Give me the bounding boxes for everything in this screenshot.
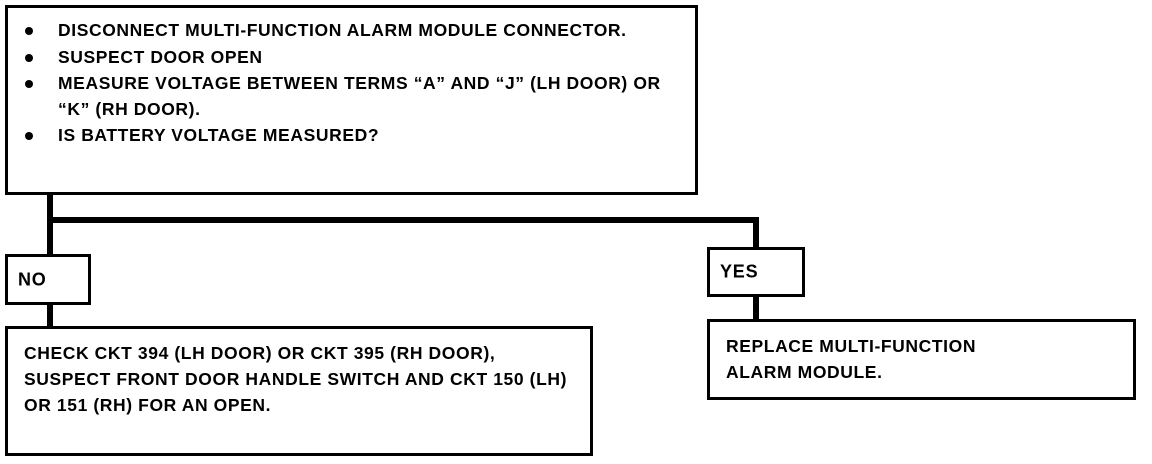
list-item: DISCONNECT MULTI-FUNCTION ALARM MODULE C…: [22, 18, 687, 44]
branch-label-no: NO: [5, 254, 91, 305]
result-box-no: CHECK CKT 394 (LH DOOR) OR CKT 395 (RH D…: [5, 326, 593, 456]
bullet-icon: [25, 132, 33, 140]
result-box-yes: REPLACE MULTI-FUNCTION ALARM MODULE.: [707, 319, 1136, 400]
list-item: MEASURE VOLTAGE BETWEEN TERMS “A” AND “J…: [22, 71, 687, 122]
branch-label-no-text: NO: [18, 269, 47, 289]
connector-branch-horizontal: [47, 217, 759, 223]
list-item: IS BATTERY VOLTAGE MEASURED?: [22, 123, 687, 149]
bullet-icon: [25, 80, 33, 88]
result-box-yes-text: REPLACE MULTI-FUNCTION ALARM MODULE.: [726, 336, 977, 382]
connector-yes-vertical: [753, 217, 759, 250]
step-text: SUSPECT DOOR OPEN: [58, 46, 263, 67]
step-text: MEASURE VOLTAGE BETWEEN TERMS “A” AND “J…: [58, 73, 661, 119]
decision-step-box: DISCONNECT MULTI-FUNCTION ALARM MODULE C…: [5, 5, 698, 195]
decision-step-list: DISCONNECT MULTI-FUNCTION ALARM MODULE C…: [22, 18, 687, 150]
step-text: DISCONNECT MULTI-FUNCTION ALARM MODULE C…: [58, 20, 627, 40]
step-text: IS BATTERY VOLTAGE MEASURED?: [58, 125, 380, 145]
connector-trunk-vertical: [47, 193, 53, 255]
bullet-icon: [25, 53, 33, 62]
branch-label-yes: YES: [707, 247, 805, 297]
connector-no-to-result: [47, 303, 53, 329]
result-box-no-text: CHECK CKT 394 (LH DOOR) OR CKT 395 (RH D…: [24, 343, 568, 415]
connector-yes-to-result: [753, 295, 759, 322]
bullet-icon: [25, 27, 33, 35]
branch-label-yes-text: YES: [720, 261, 759, 282]
list-item: SUSPECT DOOR OPEN: [22, 45, 687, 71]
